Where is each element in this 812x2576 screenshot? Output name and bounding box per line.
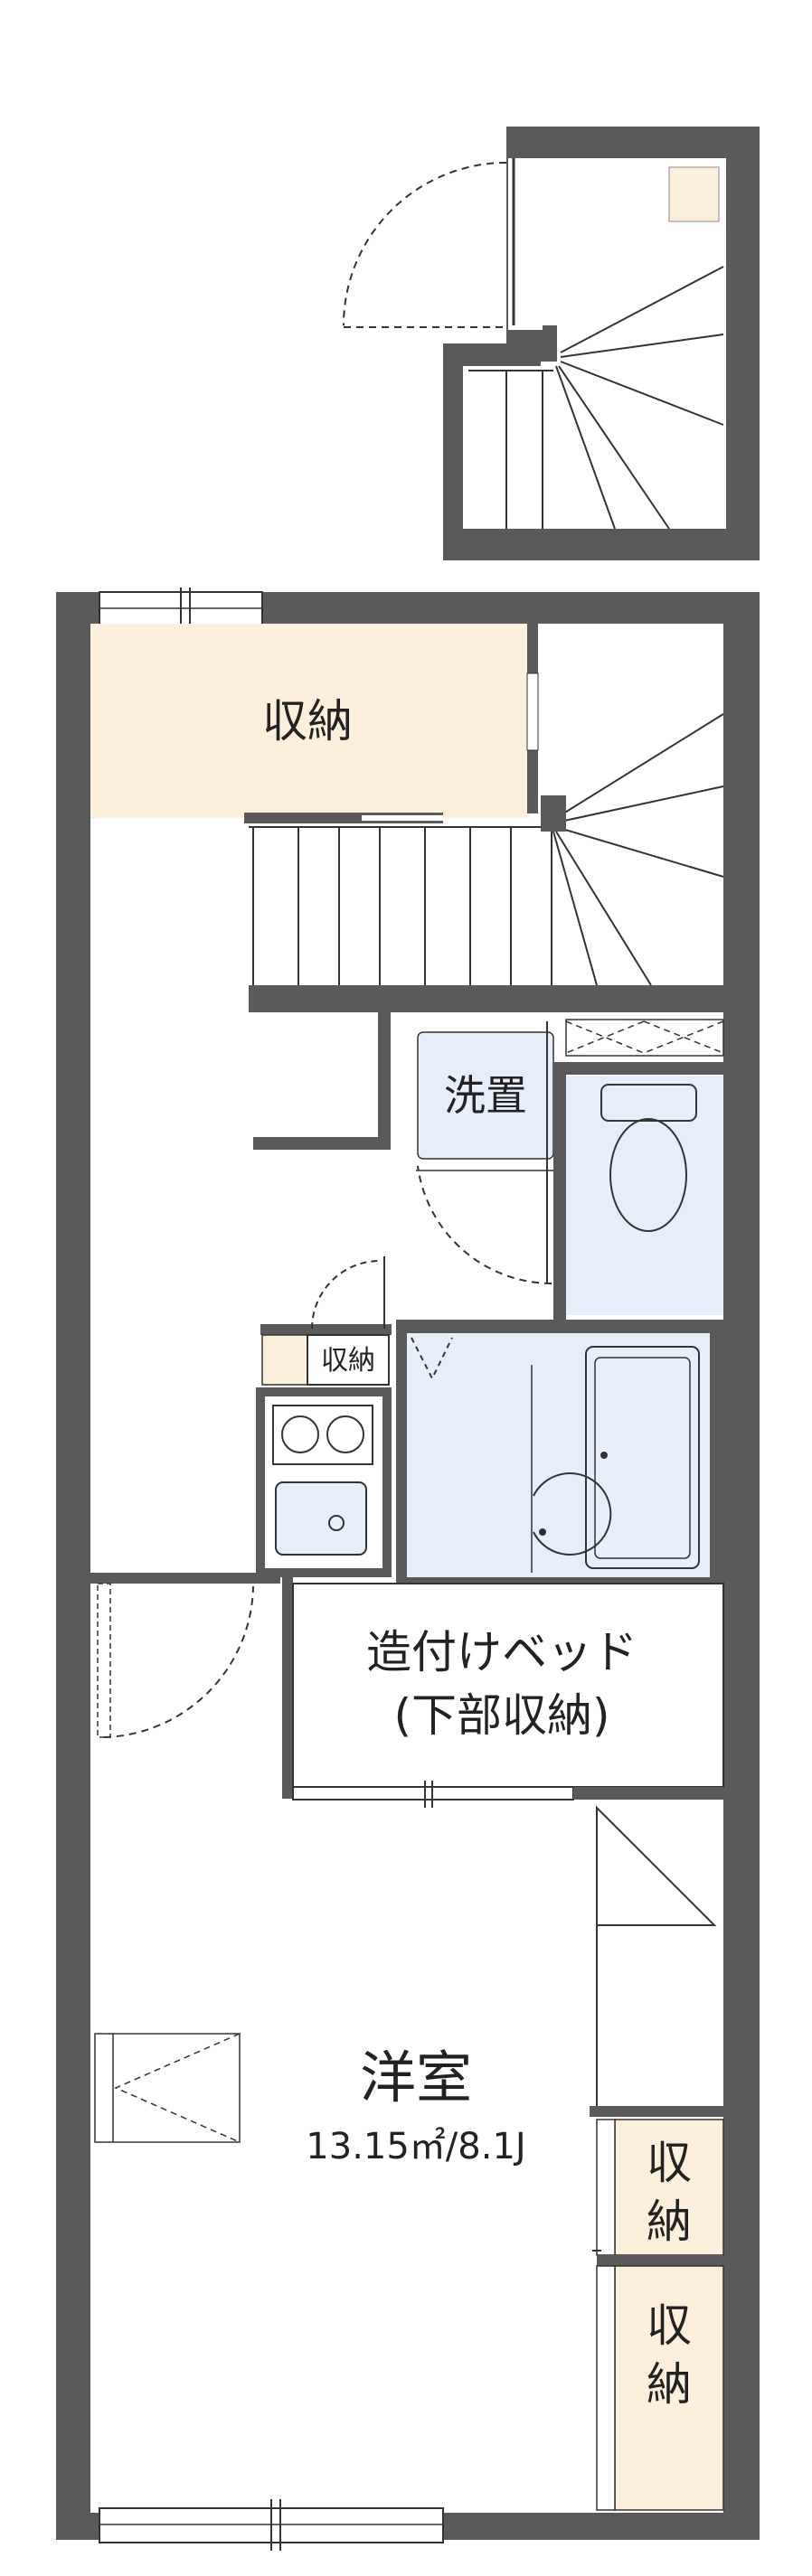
bed-label-line2: (下部収納): [393, 1689, 609, 1742]
room-name: 洋室: [360, 2045, 472, 2111]
storage-right2-label-b: 納: [647, 2358, 692, 2411]
kitchen-sink: [275, 1481, 367, 1556]
storage-small-b: [307, 1334, 390, 1386]
bed-ladder: [596, 1805, 717, 1926]
washer-label: 洗置: [444, 1071, 527, 1120]
partition-wall-vert: [378, 1012, 391, 1150]
bed-label-line1: 造付けベッド: [366, 1626, 637, 1678]
toilet-left-wall: [553, 1062, 566, 1320]
entry-wall: [90, 1573, 280, 1584]
upper-stair: [468, 266, 724, 530]
storage-small-label: 収納: [321, 1345, 375, 1377]
storage-top-label: 収納: [262, 695, 353, 747]
bed-frame-wall: [282, 1577, 293, 1799]
partition-wall: [253, 1137, 384, 1150]
storage-small-a: [261, 1334, 308, 1386]
washroom-door-swing: [417, 1165, 552, 1284]
storage-right2: [614, 2265, 724, 2511]
storage-small-door-swing: [311, 1260, 381, 1330]
storage-right-divider: [597, 2255, 723, 2266]
storage-right2-label-a: 収: [647, 2299, 692, 2352]
built-in-bed: [292, 1583, 724, 1788]
toilet-shelf: [565, 1019, 724, 1057]
kitchen-wall-top: [260, 1324, 392, 1335]
bath-door-fold: [411, 1337, 453, 1381]
stair-bottom-wall: [249, 985, 723, 1012]
entry-door-swing: [103, 1585, 254, 1738]
toilet-room: [562, 1076, 723, 1315]
toilet-top-wall: [559, 1062, 723, 1075]
bathtub: [585, 1346, 700, 1569]
toilet-tank: [600, 1084, 697, 1122]
stove: [272, 1405, 373, 1465]
storage-top-area: [90, 624, 529, 818]
upper-floor-inner-left: [463, 366, 553, 529]
bath-sink: [533, 1472, 612, 1556]
room-area: 13.15㎡/8.1J: [306, 2126, 525, 2167]
storage-right1: [614, 2119, 724, 2256]
toilet-bowl: [609, 1118, 687, 1232]
upper-floor: [343, 127, 760, 560]
entry-door-frame: [97, 1583, 111, 1738]
bed-bottom-wall: [573, 1787, 723, 1800]
storage-right1-label-a: 収: [647, 2137, 692, 2189]
storage-right1-label-b: 納: [647, 2195, 692, 2248]
burner-left: [281, 1415, 319, 1453]
storage-right-wall: [590, 2106, 723, 2117]
upper-wall-stub: [514, 325, 557, 362]
ac-unit: [94, 2033, 241, 2143]
upper-small-storage: [668, 166, 720, 222]
stair-newel: [541, 795, 566, 832]
upper-door-swing: [343, 162, 507, 326]
burner-right: [326, 1415, 364, 1453]
bathroom-floor: [407, 1333, 710, 1577]
main-floor: 収納 洗置: [56, 588, 760, 2551]
main-stair: [249, 713, 724, 986]
